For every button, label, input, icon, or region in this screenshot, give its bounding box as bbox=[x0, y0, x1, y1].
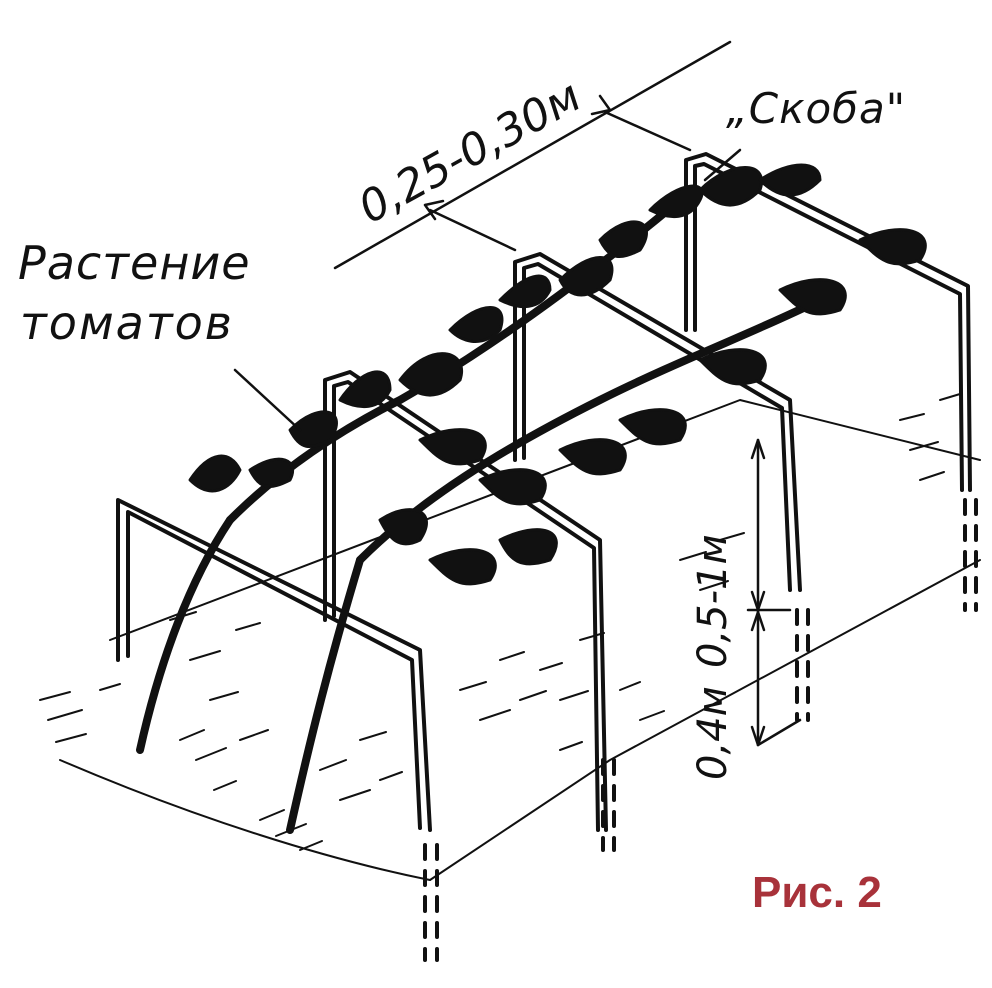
wire-brackets bbox=[116, 152, 972, 832]
bracket-label: „Скоба" bbox=[726, 84, 907, 133]
height-dimension bbox=[746, 438, 802, 747]
height-ground-label: 0,4м bbox=[690, 686, 736, 780]
garden-bed bbox=[59, 399, 981, 881]
leader-lines bbox=[233, 148, 742, 432]
buried-ends bbox=[423, 498, 978, 962]
figure-caption: Рис. 2 bbox=[752, 868, 882, 917]
plant-label-line1: Растение bbox=[18, 236, 251, 290]
tomato-leaves bbox=[188, 163, 927, 586]
plant-label-line2: томатов bbox=[20, 296, 234, 350]
height-depth-label: 0,5-1м bbox=[690, 534, 736, 668]
spacing-dimension bbox=[333, 40, 732, 270]
